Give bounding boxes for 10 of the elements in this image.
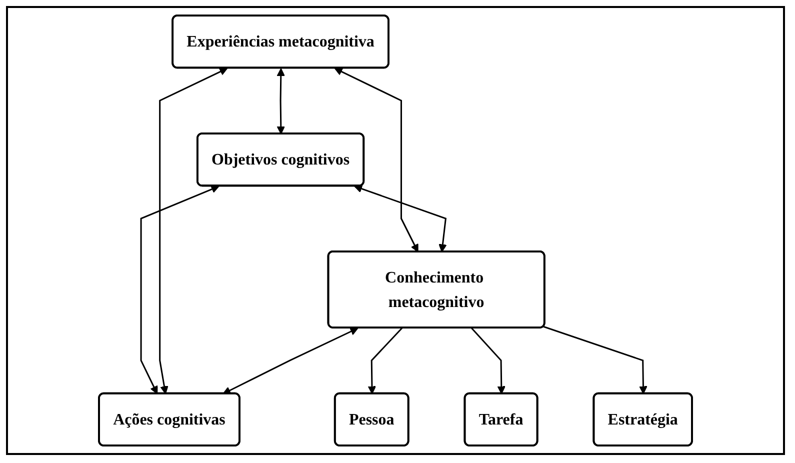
arrow	[276, 68, 286, 134]
arrow	[159, 68, 228, 394]
frame-border: Experiências metacognitiva Objetivos cognitivos Conhecimento metacognitivo Ações cognitivas Pessoa Tarefa Estratégia	[6, 6, 785, 455]
arrow	[368, 327, 403, 394]
arrow	[354, 184, 447, 252]
arrow	[140, 185, 220, 394]
arrow	[543, 326, 648, 394]
arrow	[222, 328, 358, 394]
arrow	[334, 68, 418, 252]
arrow	[470, 328, 506, 394]
